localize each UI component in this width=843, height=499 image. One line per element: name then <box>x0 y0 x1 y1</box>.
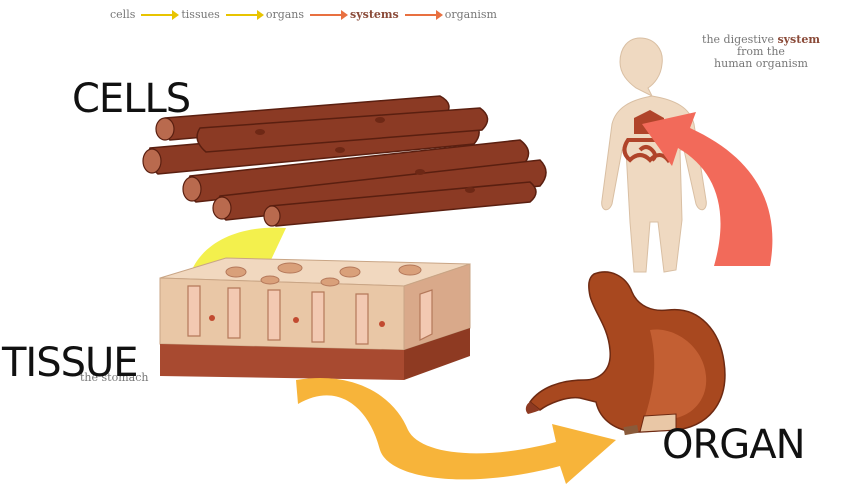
label-cells: CELLS <box>72 76 190 122</box>
label-organ: ORGAN <box>662 422 805 468</box>
system-caption: the digestive system from the human orga… <box>686 34 836 70</box>
label-tissue: TISSUE <box>2 340 138 386</box>
system-caption-line3: human organism <box>686 58 836 70</box>
stomach-tissue-illustration <box>160 258 470 380</box>
stomach-organ-illustration <box>526 272 725 435</box>
muscle-cells-illustration <box>143 96 546 226</box>
